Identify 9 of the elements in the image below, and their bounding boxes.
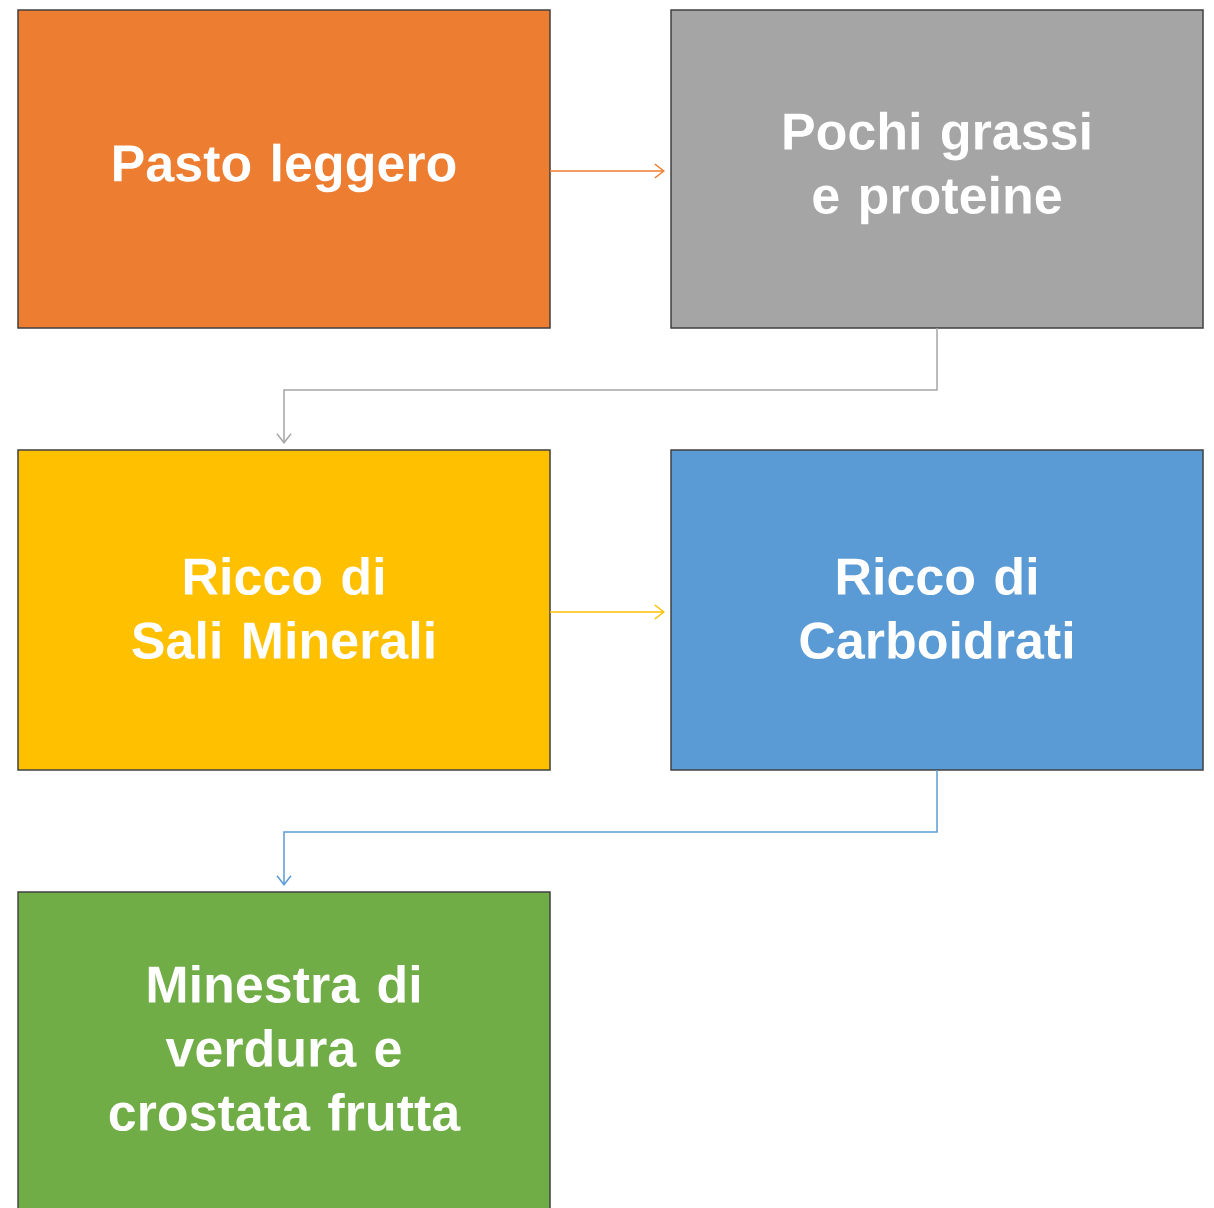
arrow [276,327,938,444]
process-box: Ricco di Sali Minerali [17,449,551,771]
arrow [549,163,665,179]
process-box: Ricco di Carboidrati [670,449,1204,771]
process-box: Pasto leggero [17,9,551,329]
process-box: Pochi grassi e proteine [670,9,1204,329]
process-box: Minestra di verdura e crostata frutta [17,891,551,1208]
arrow [276,769,938,886]
arrow [549,604,665,620]
